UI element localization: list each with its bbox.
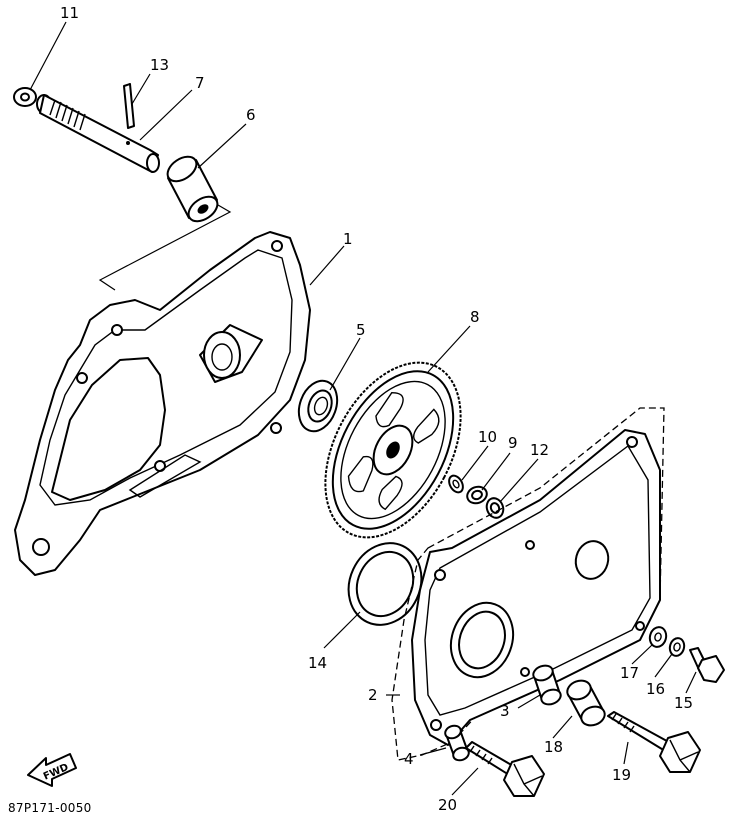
washer-part-9: [466, 485, 488, 505]
label-part-18: 18: [544, 738, 563, 756]
label-part-4: 4: [404, 750, 414, 768]
label-part-5: 5: [356, 321, 366, 339]
dowel-part-4: [444, 724, 470, 762]
shaft-axis-line: [98, 204, 232, 291]
label-part-6: 6: [246, 106, 256, 124]
bearing-part-5: [297, 379, 339, 433]
washer-part-17: [648, 626, 668, 648]
gear-part-8: [324, 361, 462, 539]
forward-arrow-icon: FWD: [27, 753, 77, 787]
collar-part-18: [566, 679, 606, 727]
case-cover-part-2: [411, 429, 661, 746]
part-labels: 11 13 7 6 1 5 8 10 9 12 14 2 3 4 18 19 1…: [60, 4, 693, 814]
gasket-outline-part-2: [391, 407, 665, 761]
label-part-8: 8: [470, 308, 480, 326]
label-part-20: 20: [438, 796, 457, 814]
bolt-part-20: [465, 741, 545, 797]
label-part-14: 14: [308, 654, 327, 672]
label-part-3: 3: [500, 702, 510, 720]
bolt-part-15: [689, 647, 725, 683]
label-part-11: 11: [60, 4, 79, 22]
gasket-part-14: [347, 542, 423, 626]
dowel-part-3: [532, 664, 562, 706]
shaft-part-7: [36, 94, 160, 173]
washer-part-10: [448, 474, 464, 494]
pin-part-13: [123, 83, 135, 129]
leader-lines: [29, 21, 697, 796]
label-part-1: 1: [343, 230, 353, 248]
label-part-9: 9: [508, 434, 518, 452]
diagram-code: 87P171-0050: [8, 801, 92, 815]
washer-part-16: [668, 637, 686, 657]
label-part-12: 12: [530, 441, 549, 459]
label-part-7: 7: [195, 74, 205, 92]
label-part-2: 2: [368, 686, 378, 704]
bolt-part-19: [607, 711, 701, 773]
bushing-part-6: [166, 155, 219, 223]
label-part-19: 19: [612, 766, 631, 784]
label-part-13: 13: [150, 56, 169, 74]
label-part-17: 17: [620, 664, 639, 682]
cover-part-1: [14, 231, 311, 576]
washer-part-11: [13, 87, 37, 107]
label-part-15: 15: [674, 694, 693, 712]
label-part-10: 10: [478, 428, 497, 446]
label-part-16: 16: [646, 680, 665, 698]
